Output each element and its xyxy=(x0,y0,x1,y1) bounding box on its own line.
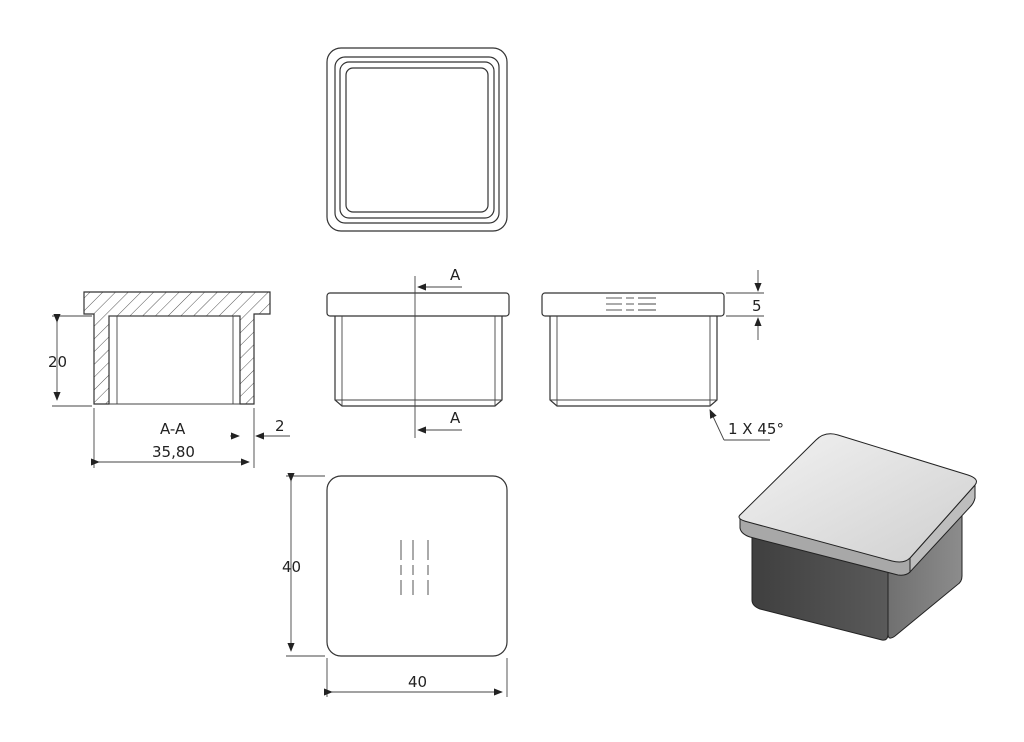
rib-lines xyxy=(606,297,656,311)
section-view: 20 35,80 2 A-A xyxy=(48,291,290,468)
side-view: 5 1 X 45° xyxy=(541,270,784,441)
bottom-view: 40 40 xyxy=(282,472,508,697)
cut-marker-bottom: A xyxy=(450,409,461,427)
bottom-height-dim: 40 xyxy=(282,558,301,576)
front-view: A A xyxy=(326,266,510,438)
rib-marks xyxy=(400,540,429,595)
bottom-width-dim: 40 xyxy=(408,673,427,691)
section-height-dim: 20 xyxy=(48,353,67,371)
top-view xyxy=(326,47,508,232)
section-label: A-A xyxy=(160,420,186,438)
isometric-view xyxy=(738,433,977,641)
cut-marker-top: A xyxy=(450,266,461,284)
wall-thickness-dim: 2 xyxy=(275,417,285,435)
section-width-dim: 35,80 xyxy=(152,443,195,461)
chamfer-note: 1 X 45° xyxy=(728,420,784,438)
flange-dim: 5 xyxy=(752,297,762,315)
